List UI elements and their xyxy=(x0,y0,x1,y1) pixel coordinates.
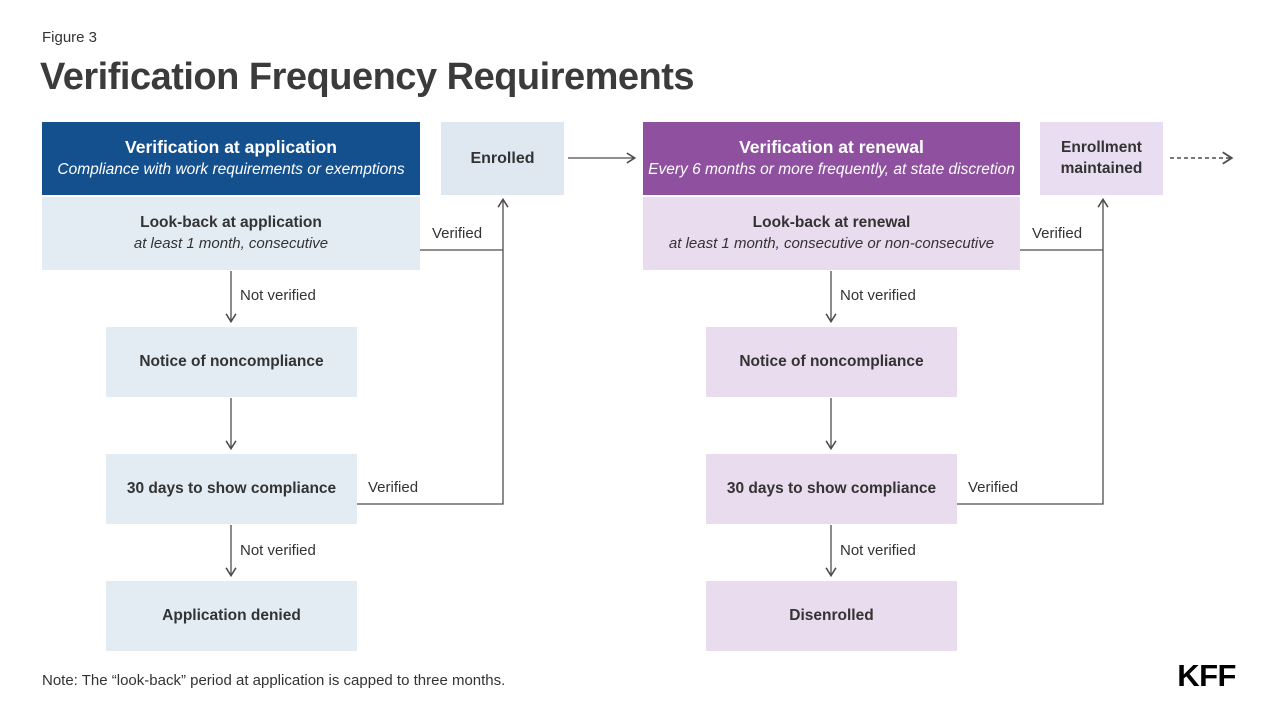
renewal-lookback-box: Look-back at renewal at least 1 month, c… xyxy=(643,197,1020,270)
renewal-disenrolled-label: Disenrolled xyxy=(789,606,874,624)
enrollment-maintained-label: Enrollment maintained xyxy=(1060,138,1143,177)
renewal-header-title: Verification at renewal xyxy=(739,137,924,158)
application-30days-box: 30 days to show compliance xyxy=(106,454,357,524)
edge-label-verified: Verified xyxy=(432,225,483,242)
figure-number-label: Figure 3 xyxy=(42,29,98,46)
renewal-header-box: Verification at renewal Every 6 months o… xyxy=(643,122,1020,195)
edge-label-verified: Verified xyxy=(968,479,1019,496)
edge-label-not-verified: Not verified xyxy=(840,542,916,559)
application-header-box: Verification at application Compliance w… xyxy=(42,122,420,195)
edge-label-verified: Verified xyxy=(1032,225,1083,242)
application-denied-box: Application denied xyxy=(106,581,357,651)
edge-label-not-verified: Not verified xyxy=(240,542,316,559)
application-lookback-title: Look-back at application xyxy=(140,213,322,231)
application-header-title: Verification at application xyxy=(125,137,337,158)
edge-label-not-verified: Not verified xyxy=(240,287,316,304)
renewal-notice-box: Notice of noncompliance xyxy=(706,327,957,397)
application-lookback-box: Look-back at application at least 1 mont… xyxy=(42,197,420,270)
renewal-lookback-title: Look-back at renewal xyxy=(752,213,911,231)
application-notice-label: Notice of noncompliance xyxy=(139,352,324,370)
renewal-disenrolled-box: Disenrolled xyxy=(706,581,957,651)
renewal-30days-label: 30 days to show compliance xyxy=(726,479,937,497)
enrolled-box: Enrolled xyxy=(441,122,564,195)
enrolled-label: Enrolled xyxy=(470,149,535,167)
application-lookback-subtitle: at least 1 month, consecutive xyxy=(133,234,329,252)
application-header-subtitle: Compliance with work requirements or exe… xyxy=(57,160,405,178)
application-30days-label: 30 days to show compliance xyxy=(126,479,337,497)
edge-label-verified: Verified xyxy=(368,479,419,496)
page-title: Verification Frequency Requirements xyxy=(40,56,695,98)
footnote: Note: The “look-back” period at applicat… xyxy=(42,672,506,689)
renewal-notice-label: Notice of noncompliance xyxy=(739,352,924,370)
kff-logo: KFF xyxy=(1177,658,1236,693)
renewal-lookback-subtitle: at least 1 month, consecutive or non-con… xyxy=(668,234,995,252)
renewal-header-subtitle: Every 6 months or more frequently, at st… xyxy=(648,160,1015,178)
renewal-30days-box: 30 days to show compliance xyxy=(706,454,957,524)
enrollment-maintained-box: Enrollment maintained xyxy=(1040,122,1163,195)
application-notice-box: Notice of noncompliance xyxy=(106,327,357,397)
application-denied-label: Application denied xyxy=(162,606,301,624)
edge-label-not-verified: Not verified xyxy=(840,287,916,304)
